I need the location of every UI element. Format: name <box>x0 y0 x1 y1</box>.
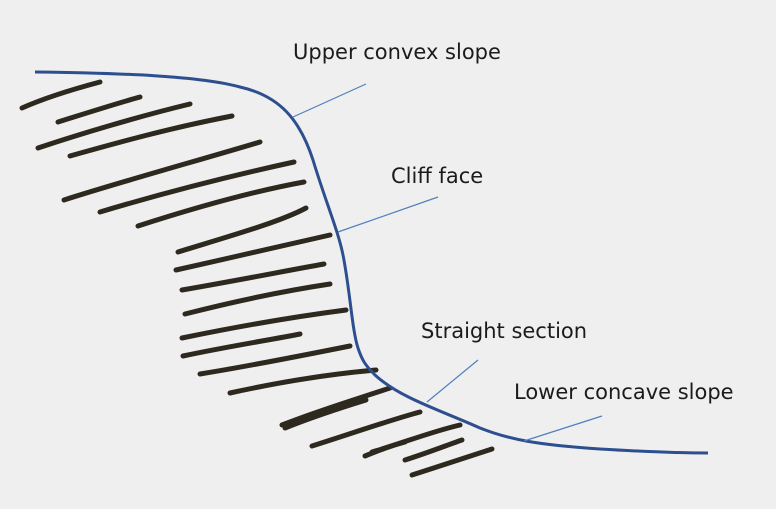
label-lower-concave-slope: Lower concave slope <box>514 380 734 404</box>
leader-lower-concave <box>523 415 603 442</box>
stratum-line <box>19 79 103 111</box>
stratum-line <box>402 437 465 463</box>
stratum-line <box>135 179 307 229</box>
leader-lines <box>292 83 603 442</box>
label-straight-section: Straight section <box>421 319 588 343</box>
stratum-line <box>179 307 349 341</box>
stratum-line <box>175 205 309 255</box>
stratum-line <box>179 261 327 293</box>
stratum-line <box>182 281 333 317</box>
stratum-line <box>97 159 297 215</box>
stratum-line <box>55 94 143 125</box>
stratum-line <box>173 232 333 273</box>
stratum-line <box>197 343 353 377</box>
label-upper-convex-slope: Upper convex slope <box>293 40 501 64</box>
label-cliff-face: Cliff face <box>391 164 484 188</box>
stratum-line <box>369 422 463 455</box>
leader-upper-convex <box>292 83 367 118</box>
leader-straight-section <box>426 359 479 403</box>
stratum-line <box>67 113 235 159</box>
rock-strata <box>19 79 495 478</box>
stratum-line <box>227 367 379 396</box>
stratum-line <box>409 446 495 478</box>
stratum-line <box>35 101 193 151</box>
stratum-line <box>180 331 303 359</box>
stratum-line <box>309 409 423 449</box>
stratum-line <box>282 397 369 431</box>
stratum-line <box>279 385 393 428</box>
stratum-line <box>61 139 263 203</box>
leader-cliff-face <box>337 196 439 233</box>
slope-profile-line <box>34 70 709 455</box>
